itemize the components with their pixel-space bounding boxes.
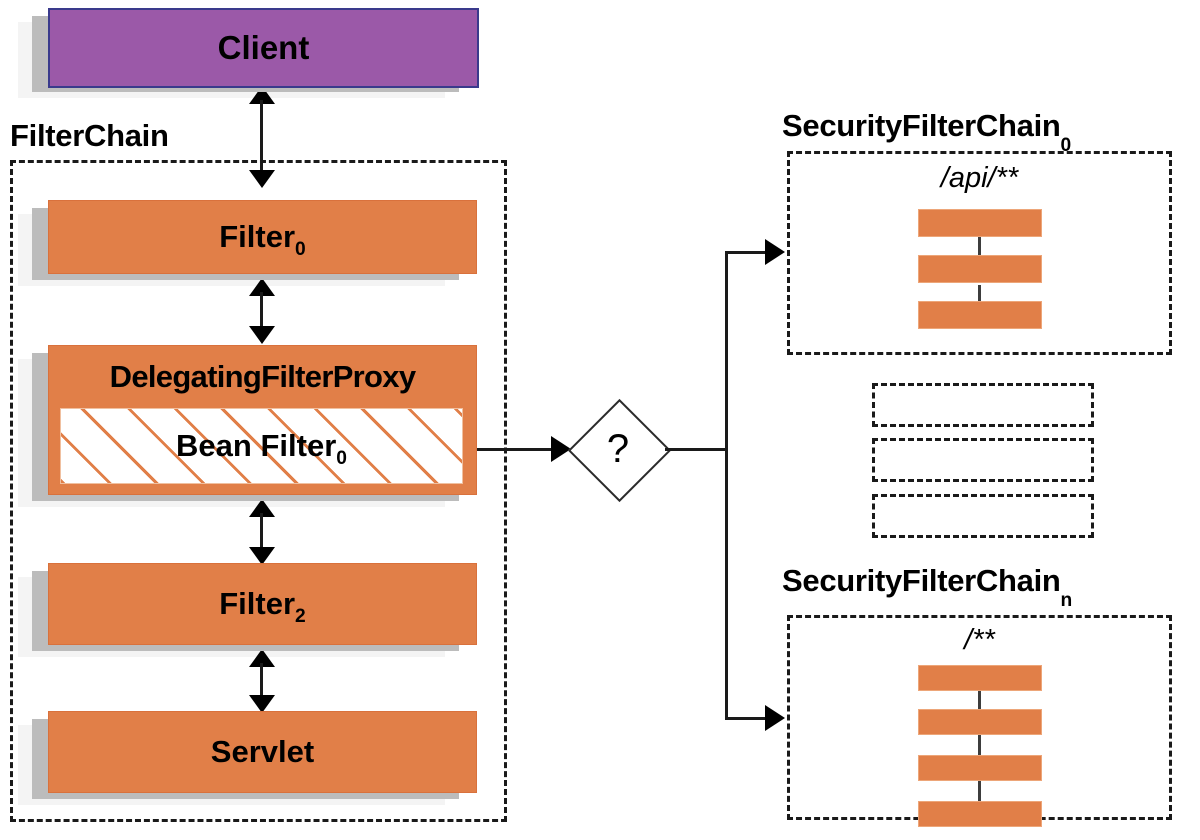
securityfilterchain-0-box: /api/** — [787, 151, 1172, 355]
chainn-filter-bar[interactable] — [918, 755, 1042, 781]
securityfilterchain-0-title-base: SecurityFilterChain — [782, 108, 1061, 143]
line-branch-chain-0 — [725, 251, 771, 254]
chain-placeholder — [872, 383, 1094, 427]
line-branch-chain-n — [725, 717, 771, 720]
dfp-label: DelegatingFilterProxy — [109, 359, 416, 394]
arrowhead-chain-n — [765, 705, 785, 731]
chainn-filter-bar[interactable] — [918, 801, 1042, 827]
node-filter-2[interactable]: Filter2 — [18, 563, 477, 657]
arrowhead-decision-in — [551, 436, 571, 462]
securityfilterchain-0-title-sub: 0 — [1060, 135, 1072, 157]
bean-filter-label: Bean Filter — [176, 428, 337, 463]
filter0-sub: 0 — [295, 239, 306, 261]
filterchain-group-title: FilterChain — [10, 118, 169, 153]
securityfilterchain-n-pattern: /** — [964, 624, 995, 656]
filter0-surface: Filter0 — [48, 200, 477, 274]
line-decision-out — [665, 448, 728, 451]
arrow-dfp-f2-up-head — [249, 499, 275, 517]
securityfilterchain-0-pattern: /api/** — [940, 162, 1019, 194]
chain0-filter-bar[interactable] — [918, 209, 1042, 237]
line-beanfilter-to-decision — [473, 448, 555, 451]
arrow-client-filter0-line — [260, 100, 263, 170]
arrow-f2-servlet-up-head — [249, 649, 275, 667]
chain0-link-1 — [978, 233, 981, 255]
chainn-filter-bar[interactable] — [918, 709, 1042, 735]
node-servlet[interactable]: Servlet — [18, 711, 477, 805]
chainn-link-1 — [978, 689, 981, 709]
chainn-link-3 — [978, 781, 981, 801]
client-surface: Client — [48, 8, 479, 88]
arrow-dfp-f2-down-head — [249, 547, 275, 565]
arrow-f2-servlet-down-head — [249, 695, 275, 713]
arrow-client-down-head — [249, 170, 275, 188]
arrow-f0-dfp-down-head — [249, 326, 275, 344]
securityfilterchain-n-title-sub: n — [1060, 590, 1073, 612]
chain0-filter-bar[interactable] — [918, 255, 1042, 283]
filter0-label: Filter — [219, 219, 296, 254]
arrowhead-chain-0 — [765, 239, 785, 265]
decision-label: ? — [606, 426, 630, 471]
dfp-surface: DelegatingFilterProxy Bean Filter0 — [48, 345, 477, 495]
arrow-f0-dfp-up-head — [249, 278, 275, 296]
securityfilterchain-n-title-base: SecurityFilterChain — [782, 563, 1061, 598]
servlet-label: Servlet — [210, 734, 315, 769]
arrow-f2-servlet-line — [260, 663, 263, 699]
decision-diamond[interactable]: ? — [567, 398, 672, 503]
securityfilterchain-0-title: SecurityFilterChain0 — [782, 108, 1071, 156]
servlet-surface: Servlet — [48, 711, 477, 793]
node-filter-0[interactable]: Filter0 — [18, 200, 477, 286]
filter2-surface: Filter2 — [48, 563, 477, 645]
chain-placeholder — [872, 438, 1094, 482]
chainn-link-2 — [978, 735, 981, 755]
securityfilterchain-n-title: SecurityFilterChainn — [782, 563, 1072, 611]
bean-filter-sub: 0 — [336, 448, 347, 470]
client-label: Client — [217, 29, 310, 66]
arrow-dfp-f2-line — [260, 513, 263, 551]
filterchain-group-box — [10, 160, 507, 822]
chainn-filter-bar[interactable] — [918, 665, 1042, 691]
filter2-label: Filter — [219, 586, 296, 621]
chain0-link-2 — [978, 285, 981, 307]
securityfilterchain-n-box: /** — [787, 615, 1172, 827]
arrow-f0-dfp-line — [260, 292, 263, 330]
line-routing-spine — [725, 252, 728, 718]
chain-placeholder — [872, 494, 1094, 538]
filter2-sub: 2 — [295, 606, 306, 628]
chain0-filter-bar[interactable] — [918, 301, 1042, 329]
node-bean-filter-0[interactable]: Bean Filter0 — [60, 408, 463, 484]
client-node[interactable]: Client — [18, 8, 479, 98]
node-delegating-filter-proxy[interactable]: DelegatingFilterProxy Bean Filter0 — [18, 345, 477, 507]
